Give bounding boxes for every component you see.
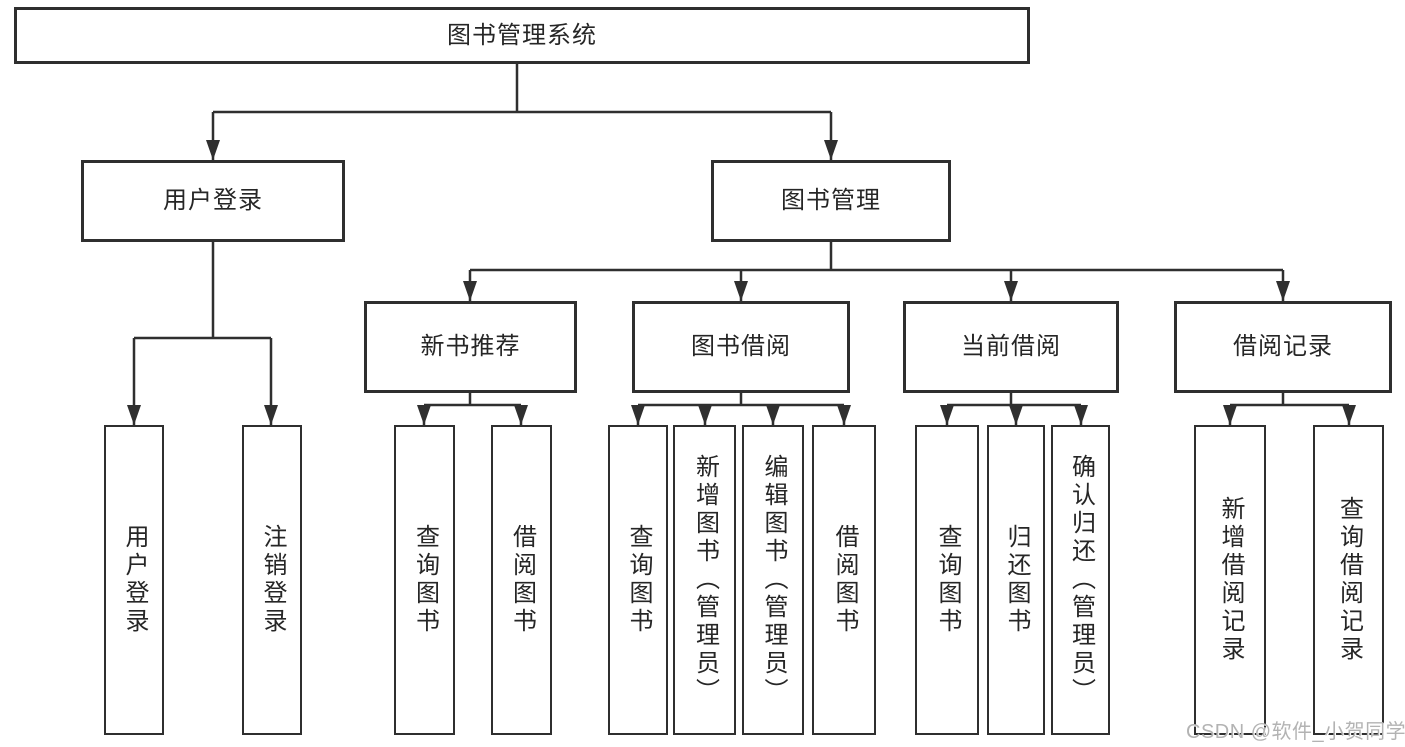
- down-arrowhead-icon: [264, 405, 278, 425]
- leaf-user-login: 用户登录: [104, 425, 164, 735]
- node-current-borrowing: 当前借阅: [903, 301, 1119, 393]
- leaf-add-borrow-record: 新增借阅记录: [1194, 425, 1266, 735]
- node-book-management: 图书管理: [711, 160, 951, 242]
- leaf-query-borrow-record: 查询借阅记录: [1313, 425, 1384, 735]
- leaf-logout: 注销登录: [242, 425, 302, 735]
- down-arrowhead-icon: [698, 405, 712, 425]
- down-arrowhead-icon: [1276, 281, 1290, 301]
- node-book-borrowing: 图书借阅: [632, 301, 850, 393]
- leaf-borrow-books-recommend: 借阅图书: [491, 425, 552, 735]
- down-arrowhead-icon: [1009, 405, 1023, 425]
- down-arrowhead-icon: [734, 281, 748, 301]
- down-arrowhead-icon: [417, 405, 431, 425]
- leaf-return-book: 归还图书: [987, 425, 1045, 735]
- down-arrowhead-icon: [631, 405, 645, 425]
- leaf-query-books-borrow: 查询图书: [608, 425, 668, 735]
- down-arrowhead-icon: [824, 140, 838, 160]
- down-arrowhead-icon: [1074, 405, 1088, 425]
- leaf-add-book-admin: 新增图书（管理员）: [673, 425, 736, 735]
- leaf-query-books-current: 查询图书: [915, 425, 979, 735]
- node-library-management-system: 图书管理系统: [14, 7, 1030, 64]
- csdn-watermark: CSDN @软件_小贺同学: [1186, 721, 1405, 743]
- leaf-confirm-return-admin: 确认归还（管理员）: [1051, 425, 1110, 735]
- node-borrowing-records: 借阅记录: [1174, 301, 1392, 393]
- down-arrowhead-icon: [514, 405, 528, 425]
- down-arrowhead-icon: [837, 405, 851, 425]
- down-arrowhead-icon: [766, 405, 780, 425]
- down-arrowhead-icon: [1004, 281, 1018, 301]
- leaf-query-books-recommend: 查询图书: [394, 425, 455, 735]
- arrowheads-group: [127, 140, 1356, 425]
- down-arrowhead-icon: [206, 140, 220, 160]
- leaf-borrow-books: 借阅图书: [812, 425, 876, 735]
- down-arrowhead-icon: [127, 405, 141, 425]
- down-arrowhead-icon: [940, 405, 954, 425]
- down-arrowhead-icon: [1342, 405, 1356, 425]
- leaf-edit-book-admin: 编辑图书（管理员）: [742, 425, 804, 735]
- node-new-book-recommendation: 新书推荐: [364, 301, 577, 393]
- down-arrowhead-icon: [463, 281, 477, 301]
- node-user-login: 用户登录: [81, 160, 345, 242]
- down-arrowhead-icon: [1223, 405, 1237, 425]
